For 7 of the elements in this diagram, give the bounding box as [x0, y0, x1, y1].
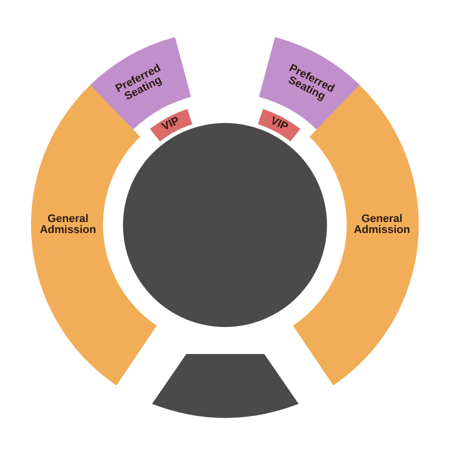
seating-section — [90, 36, 191, 130]
section-label: VIP — [160, 114, 183, 136]
stage-section — [152, 354, 298, 418]
section-label: VIP — [267, 114, 290, 136]
section-label: General Admission — [38, 214, 98, 236]
section-label: General Admission — [352, 214, 412, 236]
seating-section — [259, 36, 360, 130]
